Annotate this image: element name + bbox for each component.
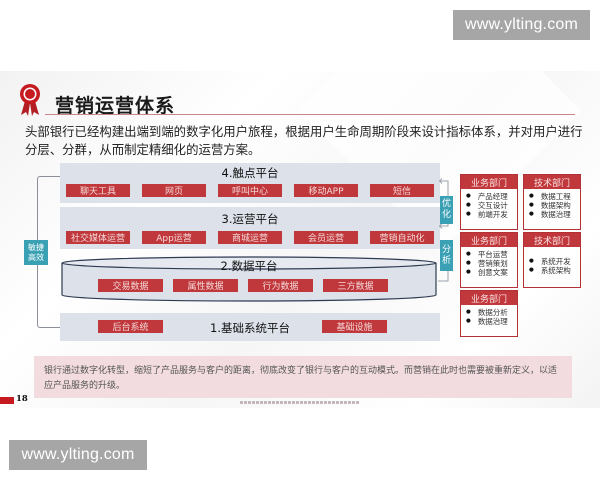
department-role: 营销策划 xyxy=(466,259,515,268)
watermark-top: www.ylting.com xyxy=(453,10,590,40)
department-role: 前端开发 xyxy=(466,210,515,219)
feedback-arrows xyxy=(438,178,449,282)
department-role: 交互设计 xyxy=(466,201,515,210)
department-card: 业务部门 平台运营 营销策划 创意文案 xyxy=(460,232,518,288)
operation-platform-label: 3.运营平台 xyxy=(221,212,279,226)
title-divider xyxy=(45,114,575,115)
chip-social-media: 社交媒体运营 xyxy=(66,231,130,244)
chip-backend-systems: 后台系统 xyxy=(98,320,163,333)
data-platform-label: 2.数据平台 xyxy=(220,259,278,273)
chip-behavior-data: 行为数据 xyxy=(248,279,313,292)
department-head: 业务部门 xyxy=(461,291,517,305)
department-head: 业务部门 xyxy=(461,175,517,189)
chip-chat-tools: 聊天工具 xyxy=(66,184,130,197)
touchpoint-platform-label: 4.触点平台 xyxy=(221,166,279,180)
page-number: 18 xyxy=(16,394,28,404)
department-card: 业务部门 数据分析 数据治理 xyxy=(460,290,518,337)
chip-app-operation: App运营 xyxy=(142,231,206,244)
department-role: 数据治理 xyxy=(529,210,578,219)
data-platform: 2.数据平台 交易数据 属性数据 行为数据 三方数据 xyxy=(60,255,438,303)
department-head: 技术部门 xyxy=(524,175,580,189)
page-title: 营销运营体系 xyxy=(55,95,176,117)
chip-call-center: 呼叫中心 xyxy=(218,184,282,197)
footnote-illegible xyxy=(240,401,360,404)
agile-efficient-tag: 敏捷高效 xyxy=(24,240,48,265)
chip-sms: 短信 xyxy=(370,184,434,197)
chip-transaction-data: 交易数据 xyxy=(98,279,163,292)
department-role: 产品经理 xyxy=(466,192,515,201)
chip-member-operation: 会员运营 xyxy=(294,231,358,244)
department-role: 数据架构 xyxy=(529,201,578,210)
award-ribbon-icon xyxy=(20,84,40,116)
slide: 营销运营体系 头部银行已经构建出端到端的数字化用户旅程，根据用户生命周期阶段来设… xyxy=(0,71,600,408)
department-head: 业务部门 xyxy=(461,233,517,247)
touchpoint-platform: 4.触点平台 聊天工具 网页 呼叫中心 移动APP 短信 xyxy=(60,163,440,203)
chip-web: 网页 xyxy=(142,184,206,197)
chip-infrastructure: 基础设施 xyxy=(322,320,387,333)
infrastructure-platform: 后台系统 1.基础系统平台 基础设施 xyxy=(60,313,440,341)
department-card: 技术部门 数据工程 数据架构 数据治理 xyxy=(523,174,581,230)
optimize-tag: 优化 xyxy=(440,196,453,224)
analyze-tag: 分析 xyxy=(440,240,453,271)
department-role: 系统开发 xyxy=(529,257,578,266)
intro-text: 头部银行已经构建出端到端的数字化用户旅程，根据用户生命周期阶段来设计指标体系，并… xyxy=(25,124,583,157)
department-head: 技术部门 xyxy=(524,233,580,247)
department-card: 业务部门 产品经理 交互设计 前端开发 xyxy=(460,174,518,230)
chip-mall-operation: 商城运营 xyxy=(218,231,282,244)
infrastructure-platform-label: 1.基础系统平台 xyxy=(210,321,290,335)
summary-note: 银行通过数字化转型，缩短了产品服务与客户的距离，彻底改变了银行与客户的互动模式。… xyxy=(34,356,572,398)
department-role: 创意文案 xyxy=(466,268,515,277)
operation-platform: 3.运营平台 社交媒体运营 App运营 商城运营 会员运营 营销自动化 xyxy=(60,207,440,249)
department-role: 系统架构 xyxy=(529,266,578,275)
page-marker-bar xyxy=(0,397,14,404)
watermark-bottom: www.ylting.com xyxy=(9,440,147,470)
department-card: 技术部门 系统开发 系统架构 xyxy=(523,232,581,288)
department-role: 数据工程 xyxy=(529,192,578,201)
department-role: 平台运营 xyxy=(466,250,515,259)
department-role: 数据治理 xyxy=(466,317,515,326)
chip-mobile-app: 移动APP xyxy=(294,184,358,197)
chip-third-party-data: 三方数据 xyxy=(323,279,388,292)
chip-attribute-data: 属性数据 xyxy=(173,279,238,292)
chip-marketing-automation: 营销自动化 xyxy=(370,231,434,244)
department-role: 数据分析 xyxy=(466,308,515,317)
